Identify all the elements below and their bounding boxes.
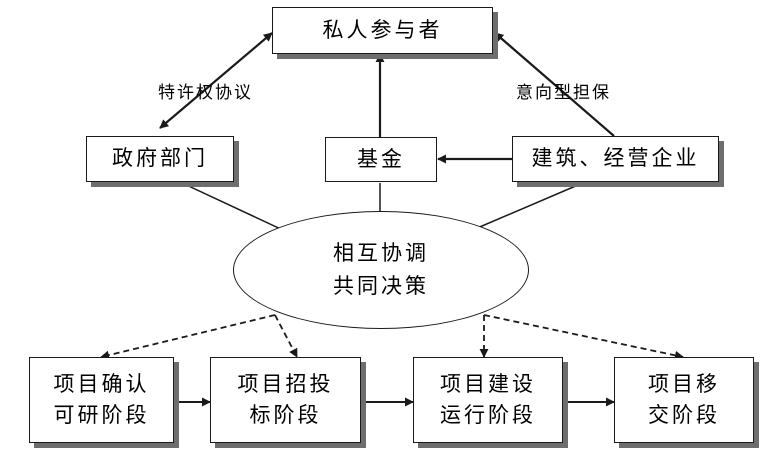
stage-bidding-box: 项目招投 标阶段 xyxy=(210,357,361,443)
guarantee-arrow xyxy=(494,32,615,137)
franchise-label: 特许权协议 xyxy=(158,83,253,103)
stage-confirmation-line1: 项目确认 xyxy=(53,371,150,396)
stage-construction-line1: 项目建设 xyxy=(440,371,536,396)
coordination-line2: 共同决策 xyxy=(333,274,429,298)
gov-to-center-line xyxy=(179,181,286,232)
center-to-stage4-dashed-arrow xyxy=(483,314,684,360)
stage-transfer-line1: 项目移 xyxy=(648,371,720,396)
government-label: 政府部门 xyxy=(112,146,208,171)
stage-construction-box: 项目建设 运行阶段 xyxy=(413,357,563,443)
private-participant-label: 私人参与者 xyxy=(322,17,443,42)
stage-bidding-line1: 项目招投 xyxy=(237,371,334,396)
government-node: 政府部门 xyxy=(86,136,234,182)
builder-operator-label: 建筑、经营企业 xyxy=(531,146,700,171)
builder-to-center-line xyxy=(474,181,586,230)
coordination-ellipse: 相互协调 共同决策 xyxy=(233,211,529,329)
stage-bidding-line2: 标阶段 xyxy=(249,403,322,427)
stage-transfer-box: 项目移 交阶段 xyxy=(614,357,754,443)
private-participant-node: 私人参与者 xyxy=(272,7,493,54)
center-to-stage2-dashed-arrow xyxy=(274,314,298,358)
guarantee-label: 意向型担保 xyxy=(516,83,611,103)
builder-operator-node: 建筑、经营企业 xyxy=(512,136,719,182)
stage-transfer-line2: 交阶段 xyxy=(648,403,720,427)
stage-construction-line2: 运行阶段 xyxy=(440,403,536,427)
fund-node: 基金 xyxy=(325,137,437,182)
stage-confirmation-box: 项目确认 可研阶段 xyxy=(29,357,174,443)
stage-confirmation-line2: 可研阶段 xyxy=(53,403,150,427)
coordination-line1: 相互协调 xyxy=(333,241,429,266)
fund-label: 基金 xyxy=(357,146,405,171)
center-to-stage1-dashed-arrow xyxy=(100,314,276,360)
franchise-arrow xyxy=(159,32,273,129)
